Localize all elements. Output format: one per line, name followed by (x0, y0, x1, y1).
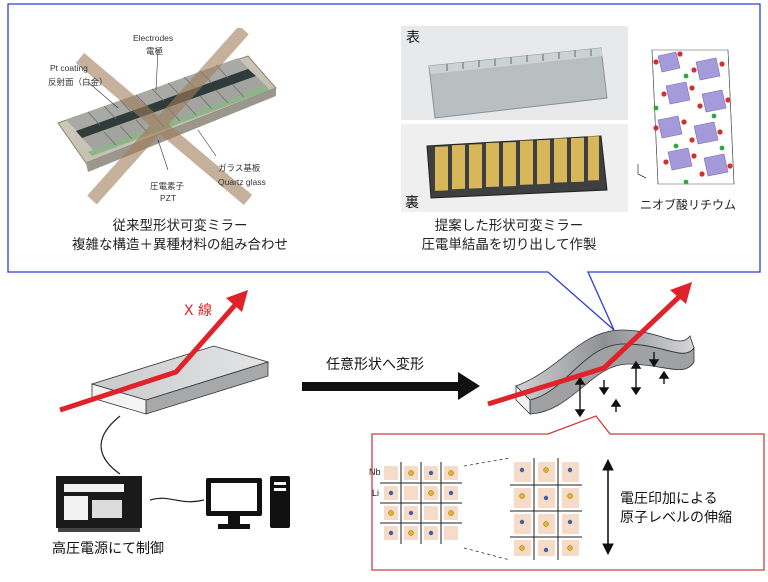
crystal-label: ニオブ酸リチウム (640, 198, 737, 212)
detail-frame (371, 415, 765, 571)
lattice-left (380, 462, 462, 544)
conventional-caption-line2: 複雑な構造＋異種材料の組み合わせ (72, 237, 288, 253)
conventional-mirror-photo (48, 28, 278, 206)
pt-coating-label-en: Pt coating (50, 63, 88, 73)
electrodes-label-en: Electrodes (133, 33, 174, 43)
voltage-label: 電圧印加による 原子レベルの伸縮 (620, 490, 732, 528)
pt-coating-label-jp: 反射面（白金） (48, 77, 108, 87)
voltage-label-line2: 原子レベルの伸縮 (620, 510, 732, 526)
glass-label-en: Quartz glass (218, 177, 266, 187)
proposed-caption-line1: 提案した形状可変ミラー (434, 218, 584, 234)
xray-label: X 線 (184, 303, 213, 319)
xray-arrow-left (59, 290, 248, 413)
flat-crystal-slab (90, 345, 270, 415)
back-label: 裏 (405, 195, 419, 211)
proposed-mirror-back-photo (401, 124, 628, 212)
stretch-arrow (602, 458, 614, 556)
control-cable (149, 497, 205, 503)
nb-label: Nb (369, 467, 381, 477)
glass-label-jp: ガラス基板 (218, 163, 261, 173)
zoom-lines (463, 457, 511, 561)
li-label: Li (372, 488, 380, 498)
voltage-label-line1: 電圧印加による (620, 491, 718, 507)
conventional-caption: 従来型形状可変ミラー 複雑な構造＋異種材料の組み合わせ (60, 217, 300, 255)
deform-arrow (302, 372, 480, 400)
power-supply-label: 高圧電源にて制御 (52, 541, 164, 557)
front-label: 表 (406, 30, 420, 46)
crystal-structure-image (636, 42, 748, 192)
pzt-label-jp: 圧電素子 (150, 181, 185, 191)
proposed-mirror-front-photo (401, 26, 628, 120)
proposed-caption: 提案した形状可変ミラー 圧電単結晶を切り出して作製 (396, 217, 622, 255)
power-supply-icon (56, 476, 142, 532)
conventional-caption-line1: 従来型形状可変ミラー (112, 218, 248, 234)
electrodes-label-jp: 電極 (146, 46, 164, 56)
lattice-right (510, 458, 582, 560)
computer-icon (206, 476, 290, 529)
proposed-caption-line2: 圧電単結晶を切り出して作製 (421, 237, 597, 253)
power-cable (100, 415, 121, 475)
pzt-label-en: PZT (160, 193, 177, 203)
xray-arrow-right (487, 282, 692, 407)
deform-label: 任意形状へ変形 (326, 357, 424, 373)
deformed-crystal-slab (515, 329, 695, 418)
